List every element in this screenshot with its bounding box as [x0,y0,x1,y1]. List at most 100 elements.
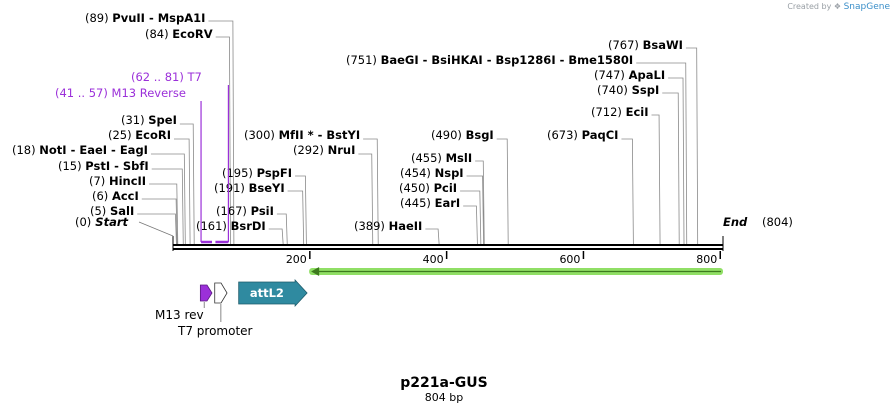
enzyme-name: EciI [626,105,649,119]
primer-layer: (62 .. 81) T7(41 .. 57) M13 Reverse [55,70,230,244]
enzyme-name: HaeII [389,219,423,233]
enzyme-label-161: (161) BsrDI [196,219,266,233]
enzyme-position: (445) [400,196,435,210]
enzyme-leader-300 [363,138,379,245]
enzyme-label-747: (747) ApaLI [594,68,665,82]
enzyme-label-455: (455) MslI [411,151,472,165]
orf-arrow-head [311,267,320,276]
enzyme-leader-161 [268,228,284,245]
enzyme-leader-389 [425,228,440,245]
feature-label-2: attL2 [250,286,284,300]
enzyme-position: (455) [411,151,446,165]
enzyme-name: AccI [112,189,139,203]
enzyme-name: NotI - EaeI - EagI [39,143,148,157]
start-name: Start [91,215,128,229]
enzyme-position: (25) [108,128,135,142]
feature-layer: M13 rev T7 promoter attL2 [155,267,723,338]
end-position: (804) [762,215,793,229]
enzyme-label-84: (84) EcoRV [145,27,213,41]
feature-arrow-0 [199,284,213,302]
enzyme-leader-191 [287,190,305,245]
enzyme-position: (6) [92,189,112,203]
enzyme-layer: (5) SalI(6) AccI(7) HincII(15) PstI - Sb… [12,11,699,245]
enzyme-leader-455 [475,160,485,245]
enzyme-name: ApaLI [629,68,666,82]
enzyme-position: (767) [608,38,643,52]
enzyme-name: PspFI [257,166,292,180]
start-leader [138,221,174,237]
primer-label-1: (41 .. 57) M13 Reverse [55,86,186,100]
enzyme-label-31: (31) SpeI [121,113,177,127]
enzyme-leader-751 [636,62,688,245]
feature-label-1: T7 promoter [177,324,253,338]
enzyme-name: EarI [435,196,461,210]
enzyme-position: (89) [85,11,112,25]
enzyme-label-740: (740) SspI [597,83,659,97]
primer-label-0: (62 .. 81) T7 [131,70,202,84]
enzyme-leader-18 [150,153,186,245]
primer-name: T7 [187,70,202,84]
enzyme-position: (292) [293,143,328,157]
enzyme-position: (31) [121,113,148,127]
enzyme-name: NruI [328,143,356,157]
credit-prefix: Created by [787,2,832,11]
enzyme-name: PsiI [251,204,274,218]
enzyme-name: MfII * - BstYI [279,128,361,142]
enzyme-name: PstI - SbfI [85,159,148,173]
primer-range: (62 .. 81) [131,70,188,84]
enzyme-label-751: (751) BaeGI - BsiHKAI - Bsp1286I - Bme15… [346,53,633,67]
enzyme-leader-490 [496,138,509,245]
feature-arrow-2 [238,278,308,308]
enzyme-name: PvuII - MspA1I [112,11,205,25]
enzyme-name: PciI [434,181,457,195]
ruler-label: 400 [423,253,444,266]
enzyme-label-454: (454) NspI [400,166,464,180]
enzyme-name: BsaWI [643,38,683,52]
enzyme-name: BsgI [466,128,494,142]
enzyme-label-15: (15) PstI - SbfI [58,159,149,173]
enzyme-label-300: (300) MfII * - BstYI [244,128,360,142]
enzyme-name: BsrDI [231,219,266,233]
enzyme-leader-292 [358,153,374,245]
enzyme-label-445: (445) EarI [400,196,460,210]
enzyme-position: (740) [597,83,632,97]
enzyme-leader-6 [141,198,178,245]
enzyme-position: (673) [547,128,582,142]
enzyme-label-167: (167) PsiI [216,204,274,218]
enzyme-name: EcoRV [172,27,212,41]
enzyme-position: (454) [400,166,435,180]
enzyme-position: (712) [591,105,626,119]
enzyme-leader-673 [621,138,634,245]
enzyme-leader-15 [151,168,184,245]
enzyme-leader-450 [460,190,482,245]
enzyme-name: BseYI [249,181,285,195]
enzyme-name: MslI [446,151,473,165]
enzyme-leader-167 [276,213,288,245]
enzyme-leader-25 [173,138,191,245]
enzyme-leader-84 [215,36,231,245]
enzyme-position: (161) [196,219,231,233]
enzyme-name: EcoRI [135,128,171,142]
enzyme-leader-747 [668,77,685,245]
enzyme-label-195: (195) PspFI [222,166,292,180]
start-position: (0) [75,215,91,229]
enzyme-name: BaeGI - BsiHKAI - Bsp1286I - Bme1580I [381,53,634,67]
enzyme-leader-740 [662,92,680,245]
enzyme-label-767: (767) BsaWI [608,38,683,52]
enzyme-label-6: (6) AccI [92,189,139,203]
ruler-label: 800 [696,253,717,266]
enzyme-leader-7 [149,183,179,245]
enzyme-label-25: (25) EcoRI [108,128,171,142]
enzyme-leader-454 [466,175,484,245]
enzyme-leader-712 [651,114,661,245]
ruler-label: 600 [559,253,580,266]
enzyme-label-5: (5) SalI [90,204,134,218]
enzyme-position: (18) [12,143,39,157]
feature-arrow-1 [214,282,228,304]
enzyme-label-191: (191) BseYI [214,181,285,195]
feature-label-0: M13 rev [155,308,204,322]
enzyme-label-389: (389) HaeII [354,219,422,233]
primer-name: M13 Reverse [112,86,186,100]
